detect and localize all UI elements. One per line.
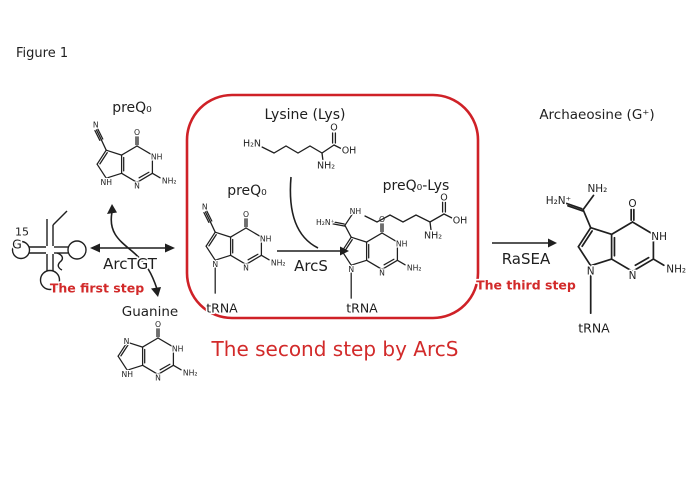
figure-label: Figure 1 [16,46,68,61]
preq0-trna-label: preQ₀ [227,183,267,199]
second-step-caption: The second step by ArcS [211,337,459,361]
molecule-guanine: O NH NH₂ N N NH [117,319,199,384]
n7-atom: N [124,337,130,346]
n-atom: N [629,270,637,282]
third-step-caption: The third step [476,278,576,293]
molecule-lysine: H₂N O OH NH₂ [241,121,358,173]
first-step-caption: The first step [50,281,144,296]
arctgt-arrow [90,243,175,253]
nh2-atom: NH₂ [317,161,335,172]
preq0-lys-label: preQ₀-Lys [383,178,450,194]
rasea-label: RaSEA [502,250,551,268]
h2n-plus-atom: H₂N⁺ [546,195,571,207]
trna-attachment-label: tRNA [346,301,378,316]
nitrile-n-atom: N [202,203,208,212]
molecule-preq0-trna: O NH NH₂ N N N [201,201,287,294]
h2n-plus-atom: H₂N⁺ [316,218,335,227]
nh2-atom: NH₂ [424,231,442,242]
trna-position-15: 15 [15,226,29,239]
guanine-exchange-arrow [107,204,161,297]
nh2-atom: NH₂ [271,259,286,268]
nitrile-n-atom: N [93,121,99,130]
oxygen-atom: O [134,128,140,137]
nh2-atom: NH₂ [666,264,686,276]
molecule-archaeosine: O NH NH₂ N N H₂N⁺ NH₂ [544,181,688,315]
arcs-arrow [277,246,349,256]
trna-attachment-label: tRNA [578,321,610,336]
n-atom: N [134,181,140,190]
oh-atom: OH [453,216,468,227]
nh-atom: NH [651,231,667,243]
oxygen-atom: O [243,210,249,219]
nh-atom: NH [260,235,272,244]
h2n-atom: H₂N [243,139,261,150]
n7-atom: N [212,260,218,269]
preq0-lys-side-chain: O OH NH₂ [364,191,469,243]
molecule-preq0-free: O NH NH₂ N NH N [92,119,178,191]
trna-cloverleaf: 15 G [11,210,87,291]
arcs-label: ArcS [294,257,328,275]
nh-atom: NH [151,153,163,162]
guanine-label: Guanine [122,304,178,320]
rasea-arrow [492,238,557,248]
nh9-atom: NH [121,370,133,379]
n7-atom: N [348,265,354,274]
n-atom: N [243,263,249,272]
oxygen-atom: O [155,320,161,329]
oxygen-atom: O [440,193,447,204]
lysine-feed-curve [289,176,319,249]
n7-atom: N [587,265,595,277]
lysine-label: Lysine (Lys) [265,107,346,123]
nh2-amidine-atom: NH₂ [587,183,607,195]
nh2-atom: NH₂ [407,264,422,273]
nh-atom: NH [396,240,408,249]
nh2-atom: NH₂ [183,369,198,378]
second-step-box [185,93,480,320]
nh-amidine-atom: NH [350,207,362,216]
nh-pyrrole-atom: NH [100,178,112,187]
trna-attachment-label: tRNA [206,301,238,316]
oxygen-atom: O [628,198,636,210]
preq0-free-label: preQ₀ [112,100,152,116]
n-atom: N [155,373,161,382]
trna-base-g: G [12,237,22,252]
n-atom: N [379,268,385,277]
nh2-atom: NH₂ [162,177,177,186]
nh-atom: NH [172,345,184,354]
archaeosine-label: Archaeosine (G⁺) [539,107,654,123]
oxygen-atom: O [330,123,337,134]
oh-atom: OH [342,146,357,157]
arctgt-label: ArcTGT [103,255,158,273]
